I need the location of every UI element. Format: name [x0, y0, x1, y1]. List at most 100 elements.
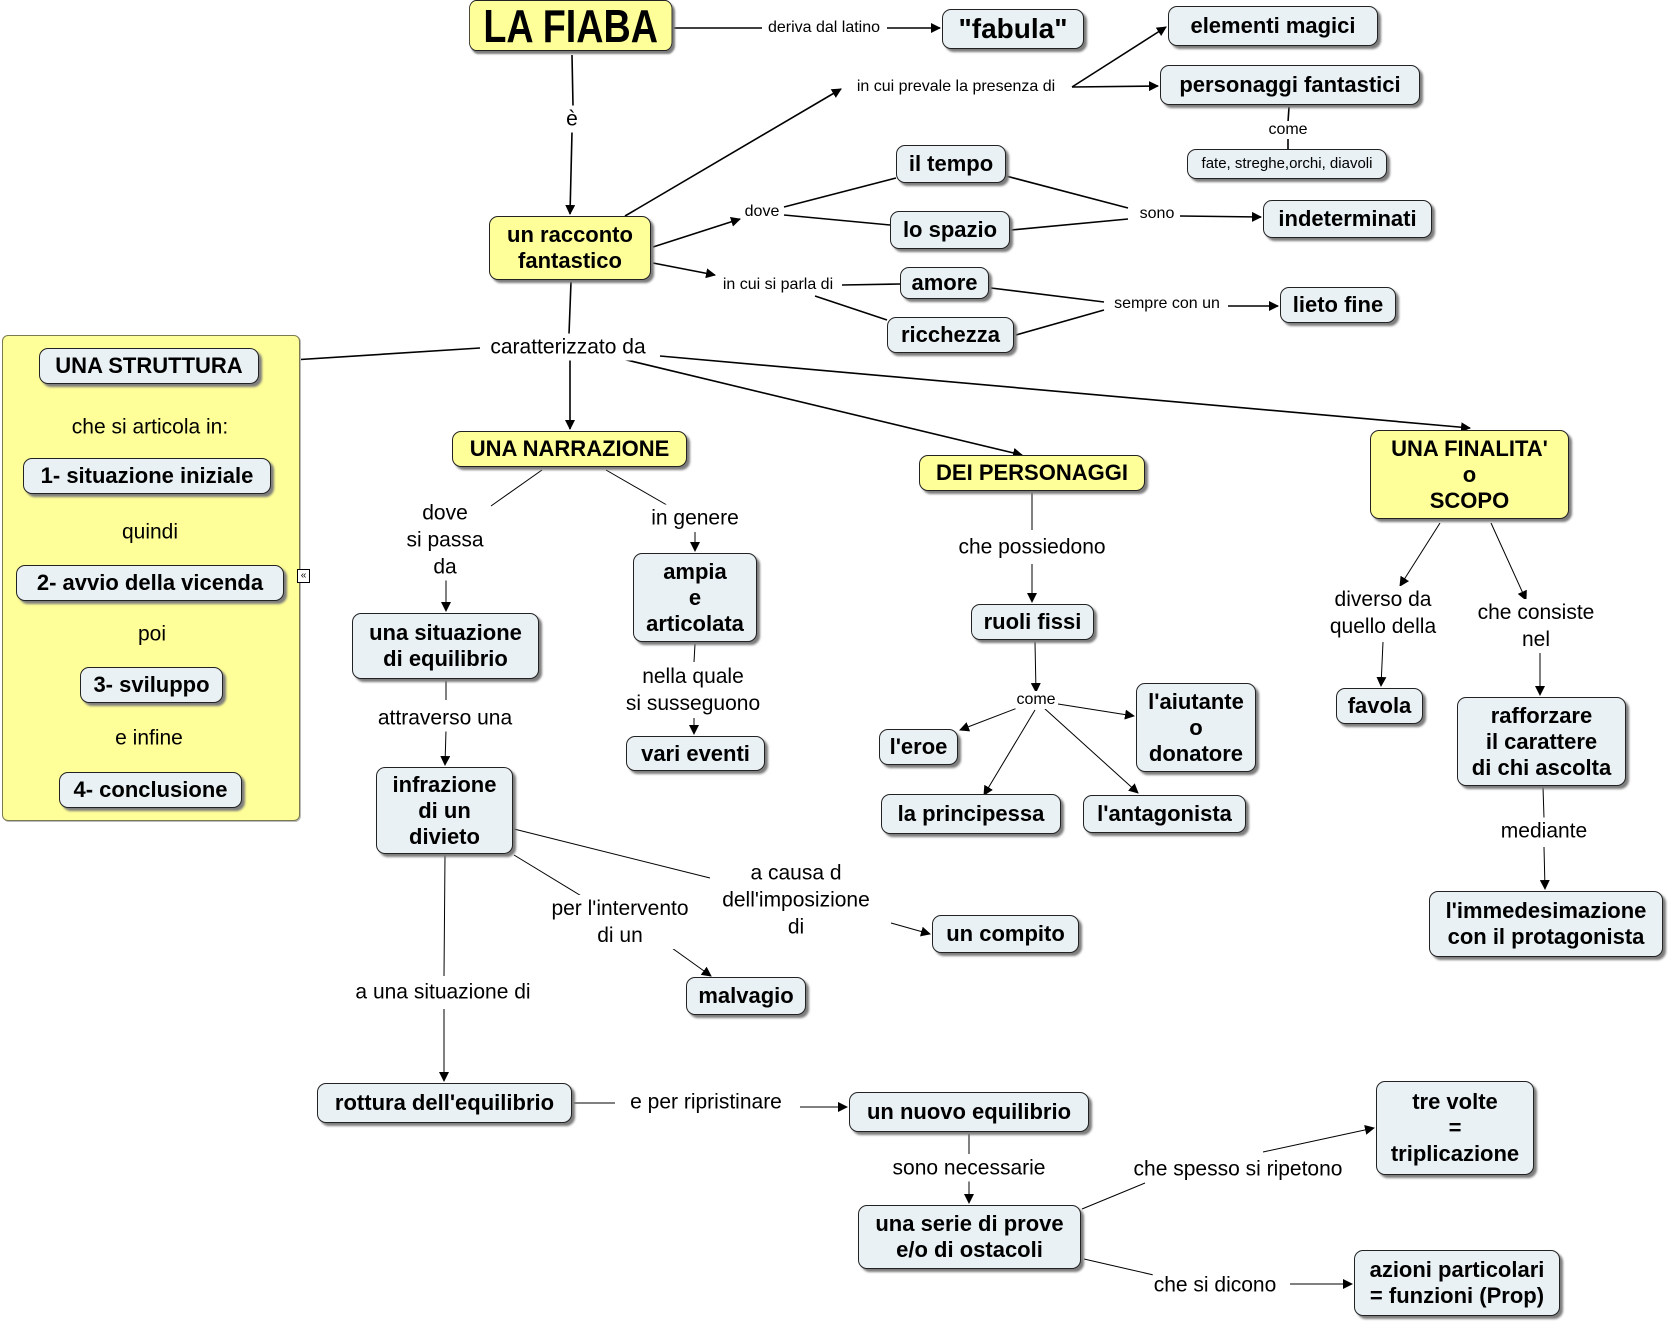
link-arrow [565, 131, 576, 215]
link-label-mediante: mediante [1499, 817, 1589, 845]
concept-un-compito[interactable]: un compito [932, 915, 1079, 953]
concept-rottura-equilibrio[interactable]: rottura dell'equilibrio [317, 1083, 572, 1123]
link-line [490, 469, 543, 507]
concept-fabula[interactable]: "fabula" [942, 9, 1084, 49]
link-line [1015, 309, 1105, 336]
link-label-sono: sono [1138, 205, 1176, 223]
concept-infrazione-divieto[interactable]: infrazione di un divieto [376, 767, 513, 854]
link-line [1083, 1258, 1159, 1277]
concept-antagonista[interactable]: l'antagonista [1083, 795, 1246, 833]
link-label-necessarie: sono necessarie [891, 1154, 1047, 1182]
link-label-parla: in cui si parla di [721, 276, 835, 294]
link-arrow [1539, 846, 1550, 890]
link-arrow [659, 355, 1471, 433]
link-label-articola: che si articola in: [70, 413, 230, 441]
concept-vari-eventi[interactable]: vari eventi [626, 736, 765, 771]
link-label-attraverso: attraverso una [376, 704, 514, 732]
link-arrow [1262, 1125, 1375, 1153]
link-arrow [1490, 522, 1527, 601]
link-arrow [1399, 522, 1441, 587]
concept-immedesimazione[interactable]: l'immedesimazione con il protagonista [1429, 891, 1663, 957]
link-label-poi: poi [136, 620, 168, 648]
concept-fate-streghe[interactable]: fate, streghe,orchi, diavoli [1187, 149, 1387, 179]
link-arrow [959, 706, 1021, 732]
link-line [443, 854, 446, 977]
link-line [841, 283, 901, 286]
link-arrow [652, 216, 741, 248]
link-label-sempre: sempre con un [1113, 295, 1221, 313]
concept-malvagio[interactable]: malvagio [686, 977, 806, 1015]
link-label-situazione-di: a una situazione di [354, 978, 532, 1006]
concept-aiutante-donatore[interactable]: l'aiutante o donatore [1136, 683, 1256, 772]
link-label-possiedono: che possiedono [957, 533, 1107, 561]
concept-serie-prove[interactable]: una serie di prove e/o di ostacoli [858, 1205, 1081, 1269]
link-label-infine: e infine [114, 724, 184, 752]
concept-una-finalita[interactable]: UNA FINALITA' o SCOPO [1370, 430, 1569, 519]
concept-conclusione[interactable]: 4- conclusione [59, 772, 242, 808]
concept-principessa[interactable]: la principessa [881, 794, 1061, 834]
concept-eroe[interactable]: l'eroe [879, 729, 958, 765]
link-line [1081, 1182, 1146, 1210]
link-label-e: è [565, 105, 579, 133]
concept-il-tempo[interactable]: il tempo [896, 145, 1006, 183]
link-label-a-causa: a causa d dell'imposizione di [721, 859, 871, 941]
link-line [1005, 175, 1129, 209]
link-arrow [1071, 81, 1159, 92]
link-label-diverso: diverso da quello della [1328, 586, 1438, 640]
link-arrow [652, 262, 716, 279]
link-arrow [440, 729, 451, 766]
concept-situazione-equilibrio[interactable]: una situazione di equilibrio [352, 613, 539, 679]
link-line [571, 54, 574, 107]
link-arrow [1057, 703, 1135, 720]
link-arrow [1179, 211, 1262, 222]
concept-situazione-iniziale[interactable]: 1- situazione iniziale [23, 458, 271, 494]
link-label-ripristinare: e per ripristinare [629, 1088, 783, 1116]
link-arrow [890, 922, 931, 937]
concept-lo-spazio[interactable]: lo spazio [890, 211, 1010, 249]
concept-indeterminati[interactable]: indeterminati [1263, 200, 1432, 238]
concept-azioni-particolari[interactable]: azioni particolari = funzioni (Prop) [1354, 1250, 1560, 1316]
link-arrow [1030, 641, 1041, 693]
link-arrow [1071, 26, 1167, 88]
concept-avvio-vicenda[interactable]: 2- avvio della vicenda [16, 565, 284, 601]
link-label-prevale: in cui prevale la presenza di [855, 78, 1057, 96]
link-label-nella-quale: nella quale si susseguono [624, 663, 762, 717]
link-label-ripetono: che spesso si ripetono [1132, 1155, 1344, 1183]
concept-lieto-fine[interactable]: lieto fine [1280, 287, 1396, 323]
link-arrow [624, 88, 842, 217]
link-label-dove: dove [743, 203, 781, 221]
concept-rafforzare-carattere[interactable]: rafforzare il carattere di chi ascolta [1457, 697, 1626, 786]
concept-ricchezza[interactable]: ricchezza [887, 317, 1014, 353]
concept-dei-personaggi[interactable]: DEI PERSONAGGI [919, 455, 1145, 491]
link-line [693, 643, 696, 663]
concept-tre-volte[interactable]: tre volte = triplicazione [1376, 1081, 1534, 1175]
link-label-caratterizzato: caratterizzato da [489, 333, 647, 361]
concept-elementi-magici[interactable]: elementi magici [1168, 6, 1378, 46]
link-line [513, 828, 711, 879]
concept-la-fiaba[interactable]: LA FIABA [469, 0, 673, 51]
concept-amore[interactable]: amore [900, 267, 989, 299]
concept-favola[interactable]: favola [1336, 688, 1423, 724]
link-arrow [983, 709, 1036, 796]
link-label-quindi: quindi [120, 518, 180, 546]
concept-nuovo-equilibrio[interactable]: un nuovo equilibrio [849, 1092, 1089, 1132]
collapse-icon[interactable]: « [297, 569, 310, 583]
concept-una-narrazione[interactable]: UNA NARRAZIONE [452, 431, 687, 467]
concept-ampia-articolata[interactable]: ampia e articolata [633, 553, 757, 642]
concept-racconto-fantastico[interactable]: un racconto fantastico [489, 216, 651, 280]
link-line [605, 469, 673, 509]
concept-personaggi-fantastici[interactable]: personaggi fantastici [1160, 65, 1420, 105]
link-label-come-1: come [1267, 121, 1309, 139]
link-line [1542, 786, 1545, 819]
link-label-dove-si-passa: dove si passa da [405, 499, 485, 581]
link-arrow [1376, 641, 1387, 687]
link-line [1287, 106, 1290, 123]
link-line [568, 281, 572, 335]
link-label-consiste: che consiste nel [1476, 599, 1596, 653]
concept-ruoli-fissi[interactable]: ruoli fissi [971, 604, 1094, 640]
concept-una-struttura[interactable]: UNA STRUTTURA [39, 348, 259, 384]
link-label-in-genere: in genere [650, 504, 740, 532]
link-label-deriva: deriva dal latino [766, 19, 882, 37]
link-label-dicono: che si dicono [1152, 1271, 1278, 1299]
concept-sviluppo[interactable]: 3- sviluppo [80, 667, 223, 703]
